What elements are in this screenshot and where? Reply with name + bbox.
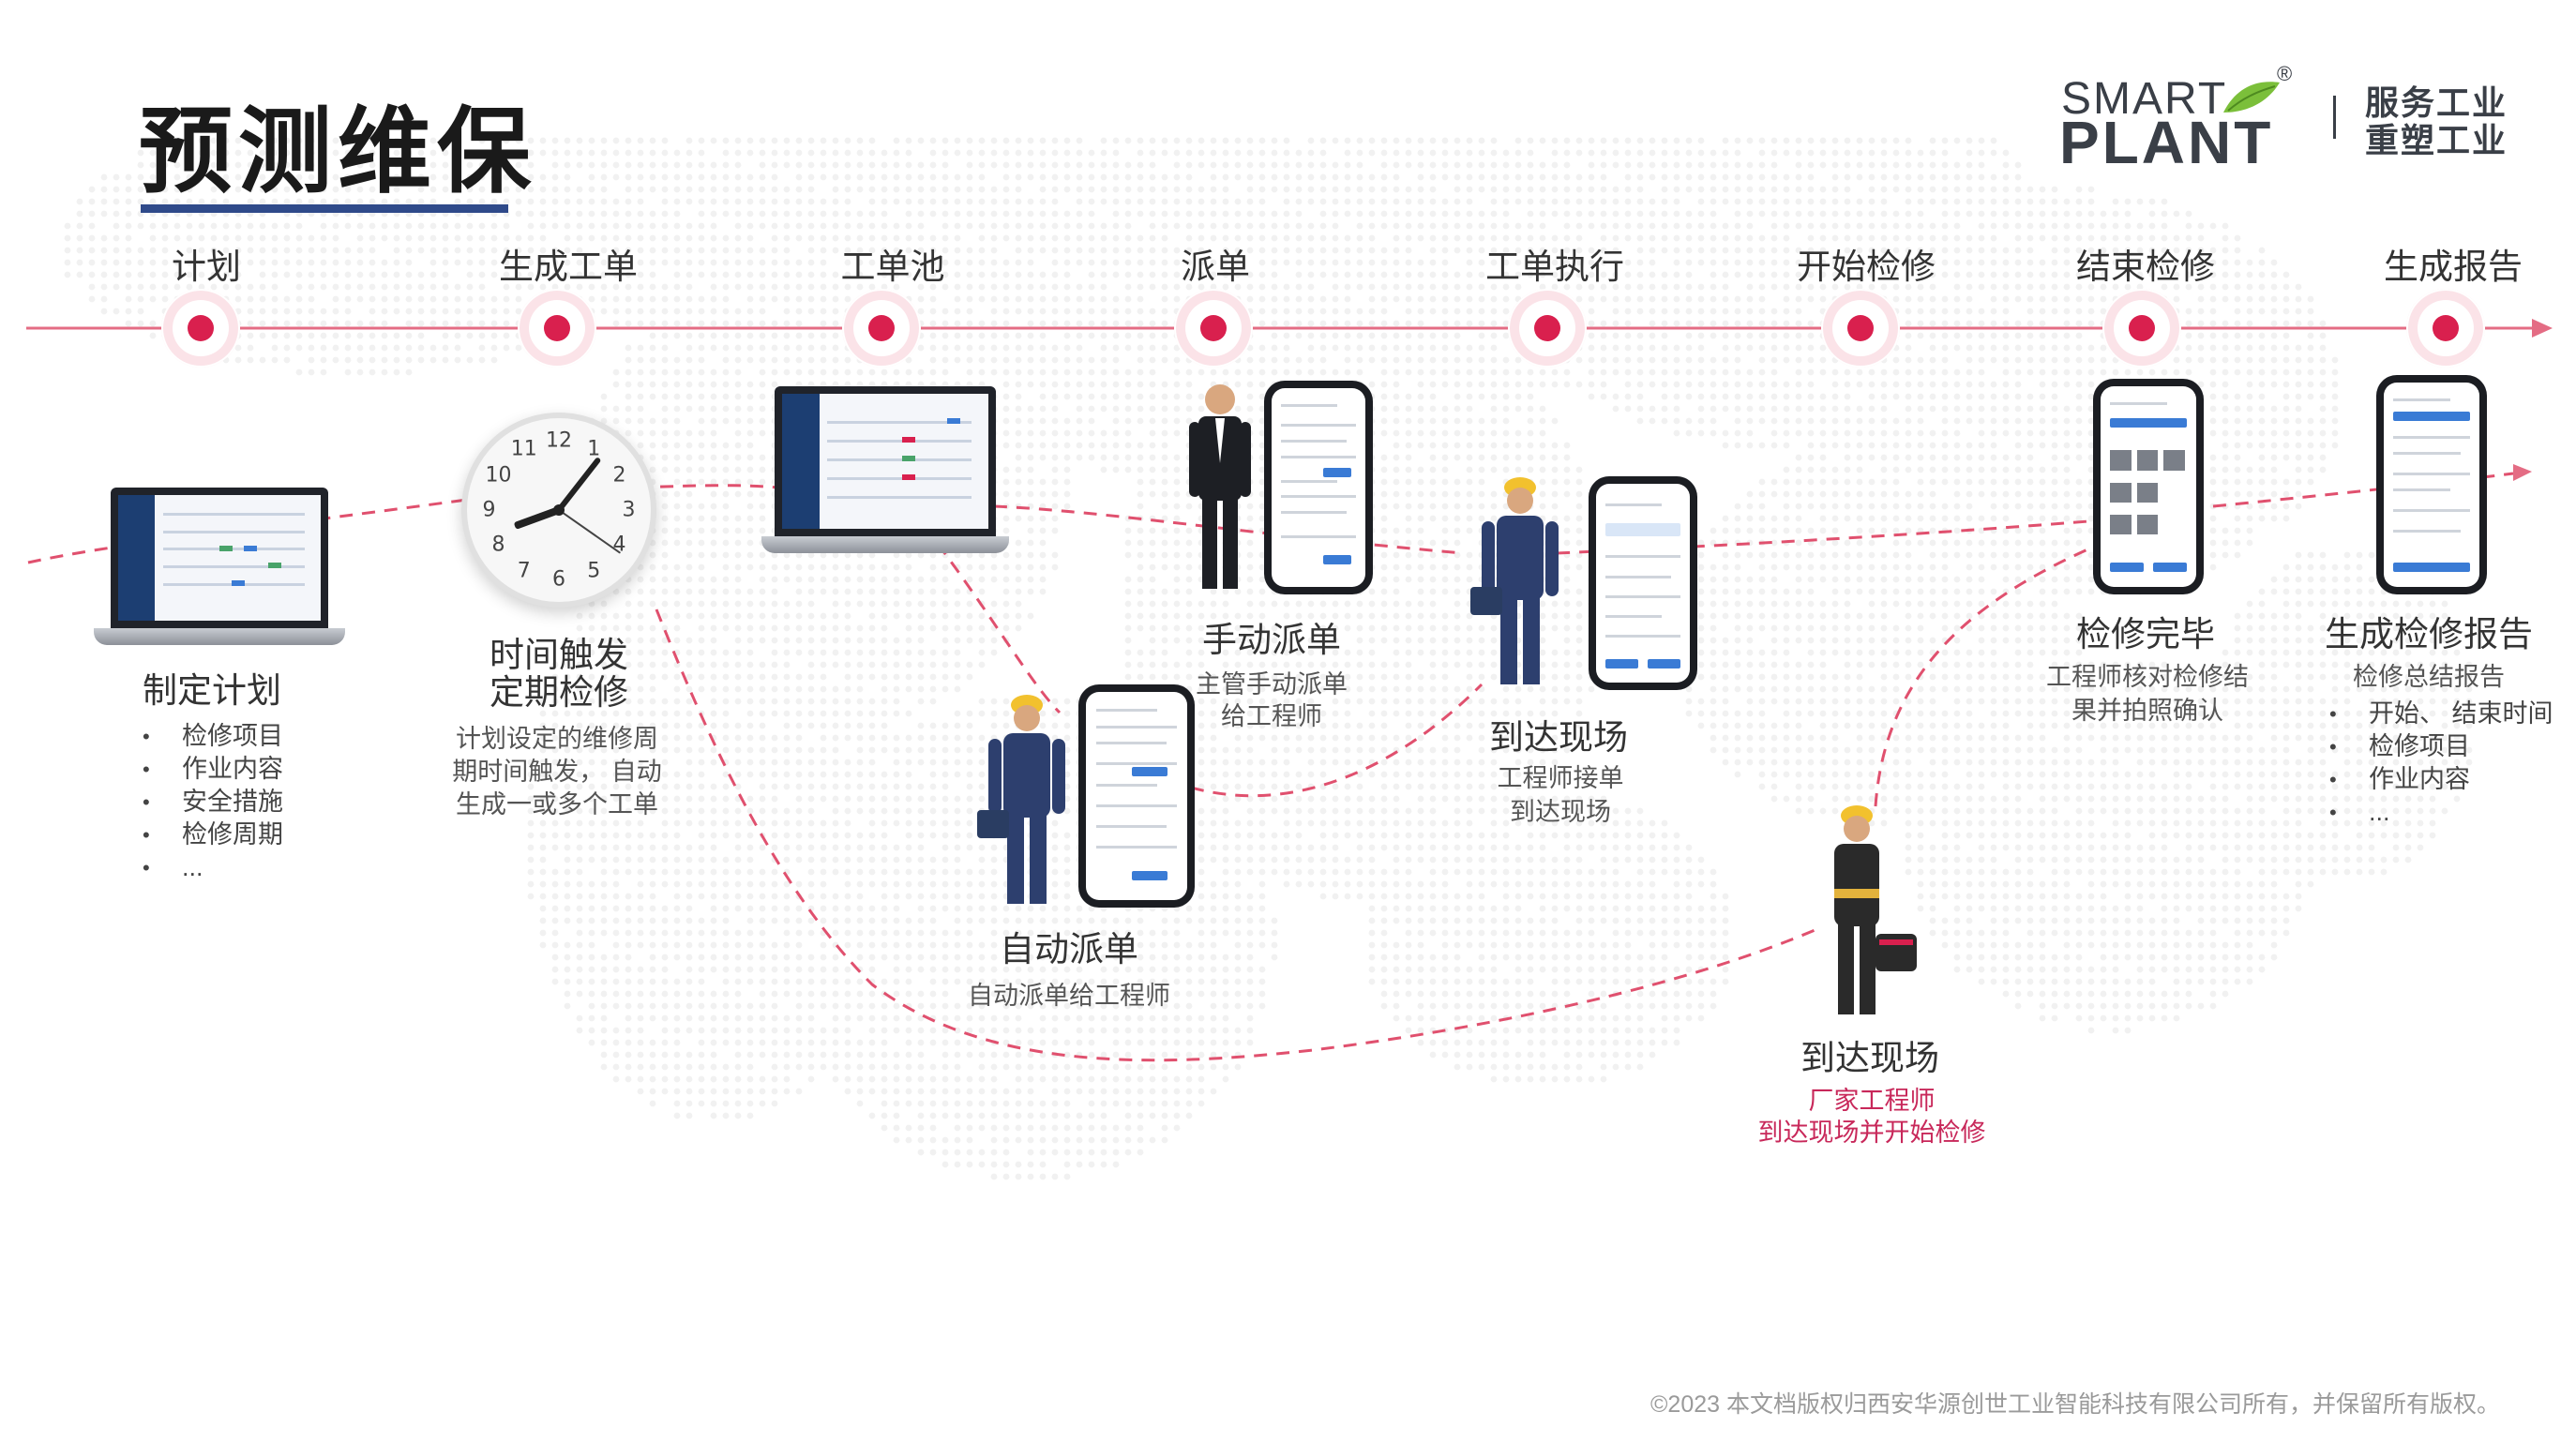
title-underline	[141, 204, 508, 213]
dashed-path-pool-manual	[993, 504, 1464, 555]
arrive-site-desc-line2: 到达现场	[1510, 798, 1611, 826]
report-item: 检修项目	[2329, 730, 2553, 763]
trigger-heading-line1: 时间触发	[490, 636, 628, 674]
phone-icon	[1589, 476, 1697, 690]
plan-item: 作业内容	[143, 753, 283, 786]
leaf-icon	[2223, 82, 2280, 113]
timeline-node-start-repair	[1821, 289, 1900, 368]
clock-number: 12	[546, 428, 572, 453]
logo-registered-mark: ®	[2277, 62, 2293, 85]
logo-smart-text: SMART	[2061, 74, 2228, 124]
timeline-node-report	[2406, 289, 2485, 368]
dashed-path-clock-pool	[637, 484, 779, 489]
logo-separator	[2333, 96, 2336, 139]
plan-item: 检修周期	[143, 819, 283, 851]
timeline-node-generate-order	[518, 289, 596, 368]
trigger-desc-line1: 计划设定的维修周	[456, 725, 658, 753]
phone-icon	[1078, 684, 1195, 908]
plan-item-list: 检修项目 作业内容 安全措施 检修周期 ...	[143, 720, 283, 884]
stage-label-generate-order: 生成工单	[499, 248, 638, 286]
clock-number: 10	[485, 463, 512, 488]
clock-number: 8	[491, 533, 505, 557]
worker-icon	[1834, 805, 1917, 1014]
logo-plant-text: PLANT	[2059, 109, 2274, 176]
stage-label-report: 生成报告	[2384, 248, 2523, 286]
clock-number: 11	[510, 437, 537, 461]
timeline-arrow-icon	[2532, 319, 2553, 338]
clock-number: 5	[587, 559, 601, 582]
finish-desc-line1: 工程师核对检修结	[2046, 663, 2249, 691]
report-heading: 生成检修报告	[2325, 615, 2533, 653]
stage-label-end-repair: 结束检修	[2076, 248, 2215, 286]
manager-icon	[1189, 384, 1251, 589]
stage-label-plan: 计划	[172, 248, 241, 286]
clock-number: 1	[587, 437, 601, 461]
clock-number: 2	[612, 463, 626, 488]
dashed-path-auto-arrive	[1190, 683, 1484, 798]
trigger-desc-line2: 期时间触发， 自动	[452, 758, 662, 786]
arrive-site-desc-line1: 工程师接单	[1497, 764, 1624, 792]
dashed-path-vendor-finish	[1874, 542, 2101, 807]
clock-number: 3	[622, 498, 636, 522]
finish-desc-line2: 果并拍照确认	[2071, 697, 2223, 725]
plan-item: 安全措施	[143, 786, 283, 819]
report-desc: 检修总结报告	[2353, 663, 2505, 691]
clock-number: 9	[482, 498, 496, 522]
slogan-line2: 重塑工业	[2365, 121, 2508, 159]
clock-number: 4	[612, 533, 626, 557]
timeline-node-plan	[161, 289, 240, 368]
slogan-line1: 服务工业	[2365, 83, 2508, 122]
dashed-path-manual-finish	[1556, 518, 2101, 555]
copyright-text: ©2023 本文档版权归西安华源创世工业智能科技有限公司所有，并保留所有版权。	[1650, 1391, 2500, 1418]
timeline-node-execute	[1508, 289, 1587, 368]
worker-icon	[977, 695, 1065, 904]
auto-dispatch-heading: 自动派单	[1000, 930, 1138, 969]
clock-number: 6	[552, 567, 565, 592]
plan-item: 检修项目	[143, 720, 283, 753]
report-item: ...	[2329, 796, 2553, 829]
manual-dispatch-desc-line1: 主管手动派单	[1196, 670, 1348, 698]
phone-icon	[2093, 379, 2204, 594]
vendor-arrive-desc-line1: 厂家工程师	[1808, 1087, 1936, 1115]
stage-label-start-repair: 开始检修	[1797, 248, 1936, 286]
plan-item: ...	[143, 851, 283, 884]
dashed-path-pool-auto	[936, 543, 1062, 714]
timeline-node-order-pool	[842, 289, 921, 368]
trigger-heading-line2: 定期检修	[490, 673, 628, 712]
stage-label-order-pool: 工单池	[840, 248, 945, 286]
worker-icon	[1470, 477, 1559, 684]
report-item: 开始、 结束时间	[2329, 698, 2553, 730]
report-item: 作业内容	[2329, 763, 2553, 796]
phone-icon	[1264, 381, 1373, 594]
timeline-node-end-repair	[2102, 289, 2181, 368]
clock-number: 7	[517, 559, 531, 582]
auto-dispatch-desc: 自动派单给工程师	[968, 982, 1170, 1010]
timeline-node-dispatch	[1174, 289, 1253, 368]
vendor-arrive-desc-line2: 到达现场并开始检修	[1757, 1119, 1986, 1147]
stage-label-execute: 工单执行	[1485, 248, 1624, 286]
manual-dispatch-heading: 手动派单	[1202, 621, 1341, 659]
phone-icon	[2376, 375, 2487, 594]
plan-heading: 制定计划	[143, 671, 281, 710]
report-item-list: 开始、 结束时间 检修项目 作业内容 ...	[2329, 698, 2553, 829]
manual-dispatch-desc-line2: 给工程师	[1221, 702, 1322, 730]
page-title: 预测维保	[139, 99, 536, 204]
arrive-site-heading: 到达现场	[1489, 718, 1628, 757]
finish-heading: 检修完毕	[2076, 615, 2215, 653]
stage-label-dispatch: 派单	[1181, 248, 1250, 286]
dashed-path-clock-vendor	[655, 608, 1820, 1062]
trigger-desc-line3: 生成一或多个工单	[456, 790, 658, 819]
vendor-arrive-heading: 到达现场	[1800, 1039, 1939, 1077]
